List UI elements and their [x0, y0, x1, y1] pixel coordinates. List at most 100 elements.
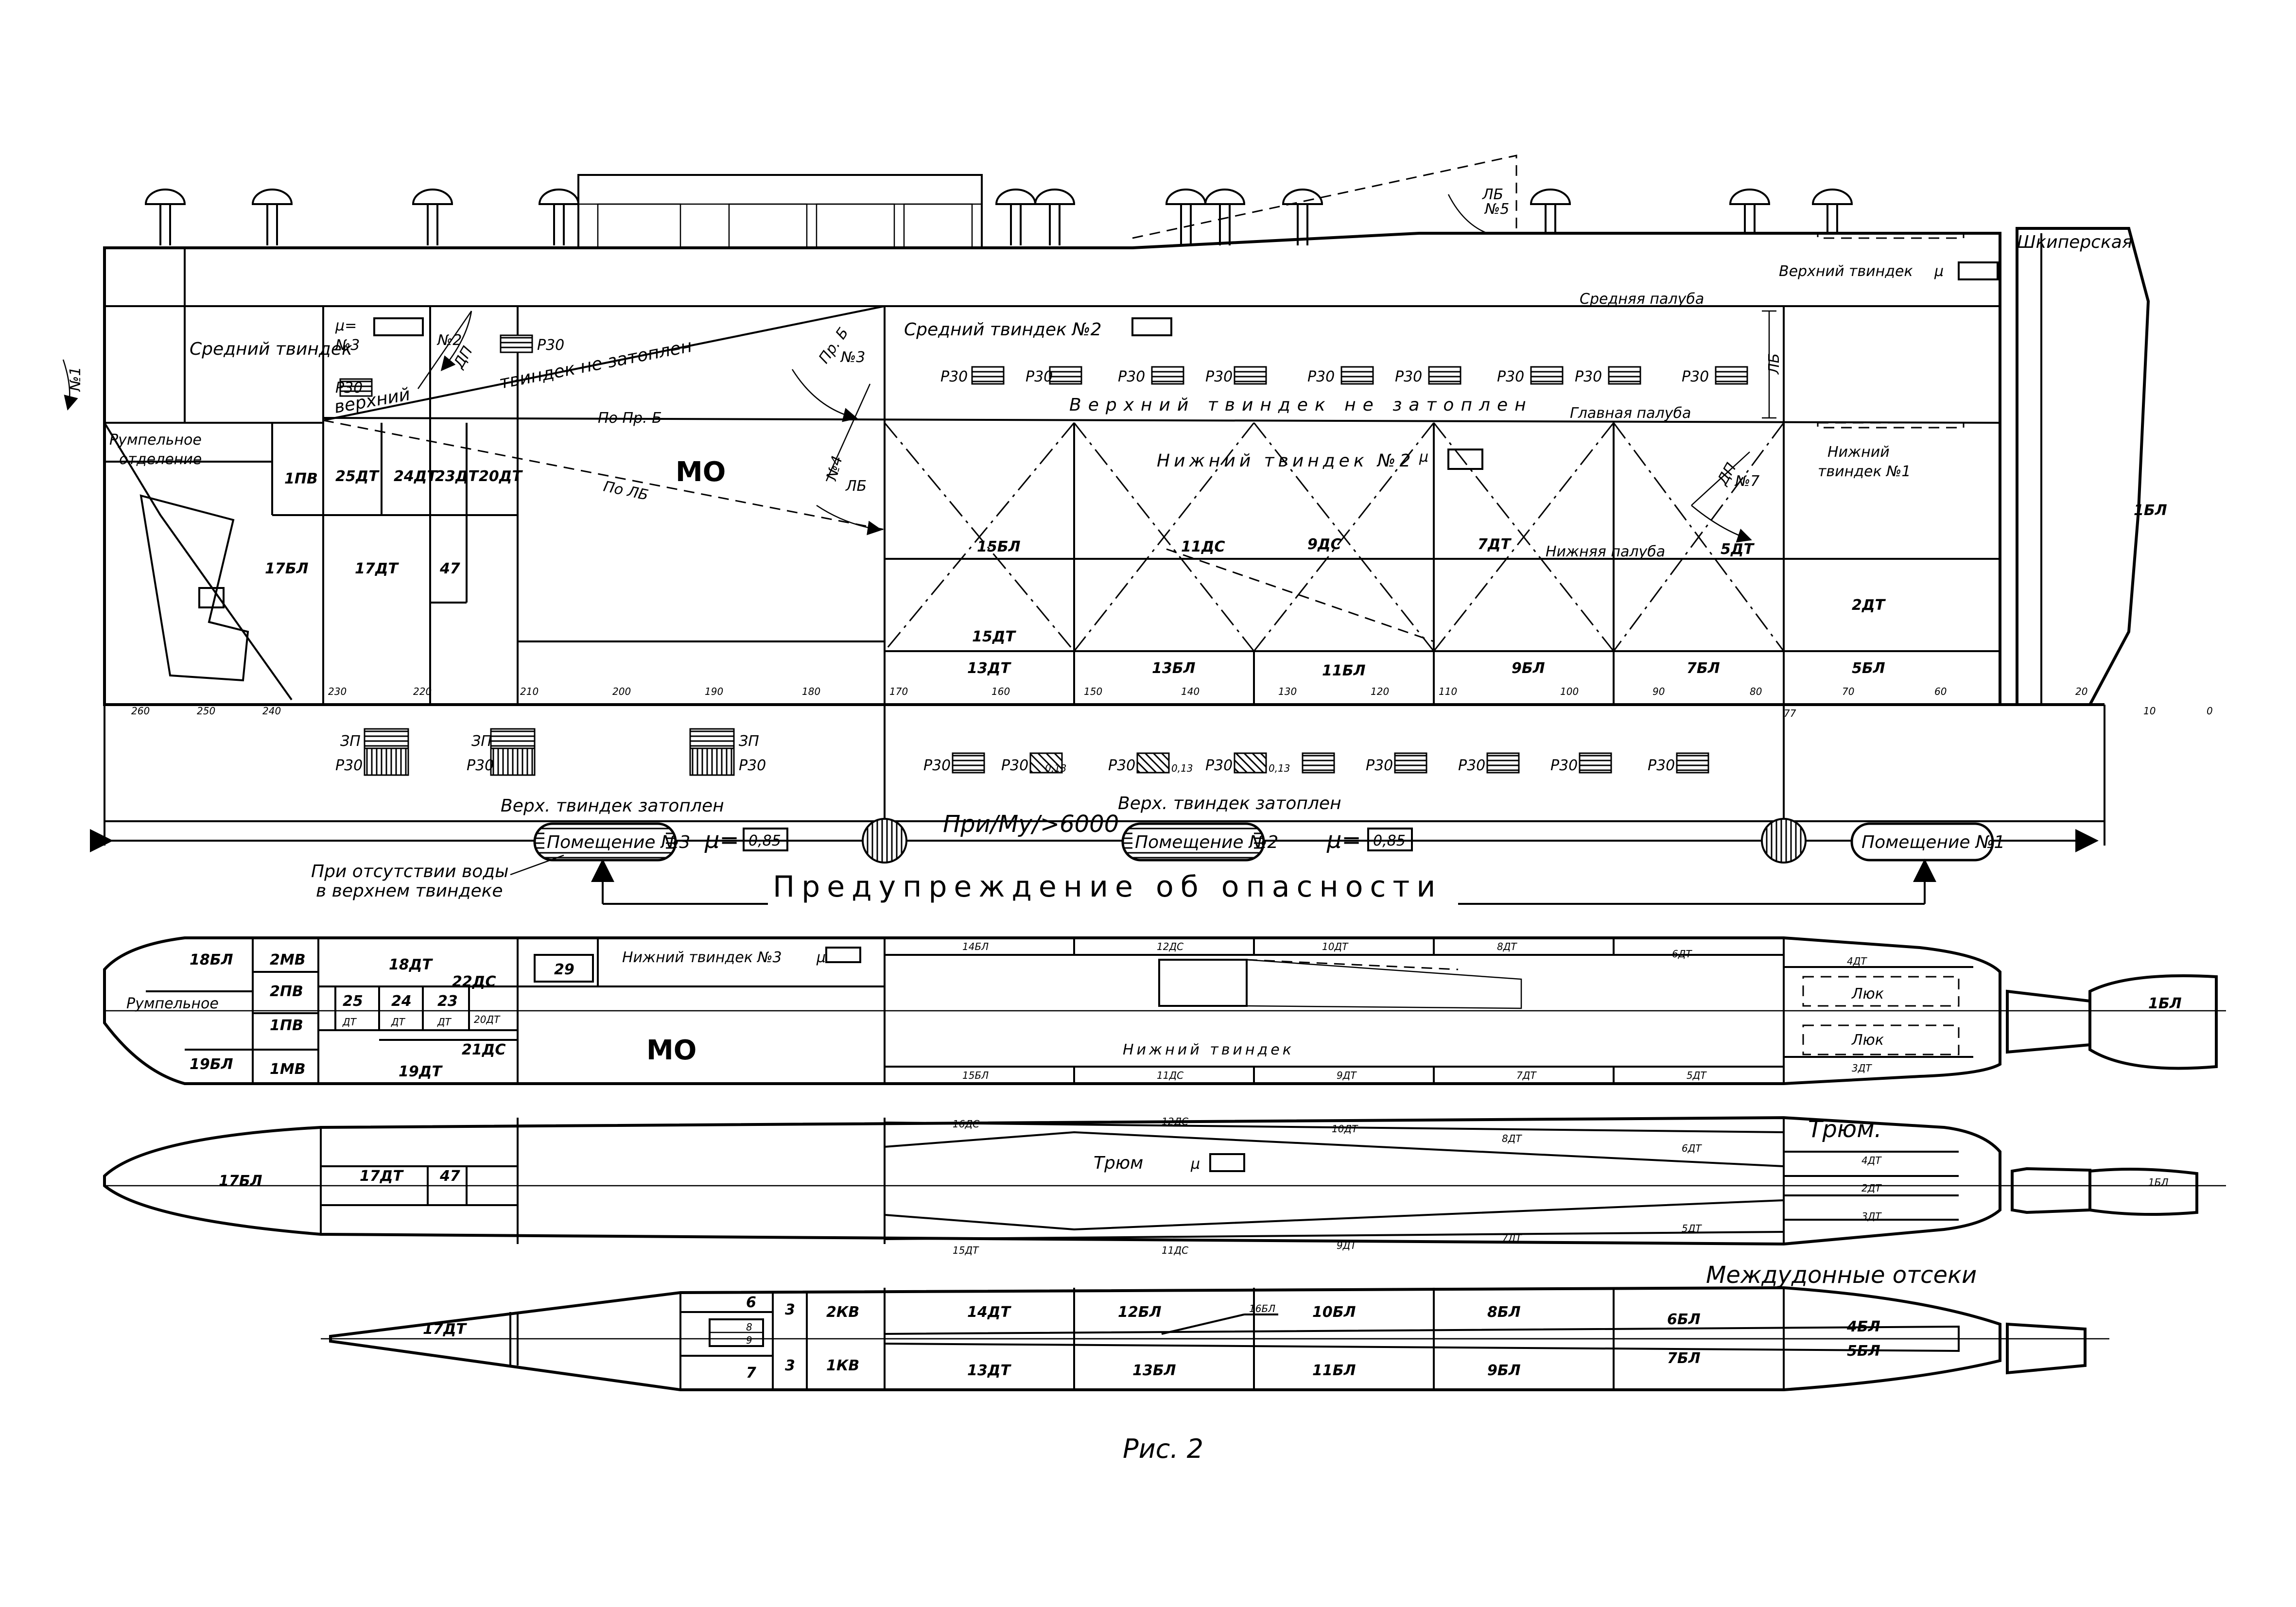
upper-tweendeck-not-flooded: Верхний твиндек не затоплен: [1069, 395, 1533, 415]
svg-text:7ДТ: 7ДТ: [1516, 1070, 1537, 1081]
svg-text:2КВ: 2КВ: [826, 1304, 859, 1321]
svg-text:μ=: μ=: [704, 827, 739, 854]
svg-text:20ДТ: 20ДТ: [479, 468, 523, 485]
middle-tweendeck-2-label: Средний твиндек №2: [904, 320, 1102, 340]
svg-text:230: 230: [328, 686, 347, 697]
svg-text:ЛБ: ЛБ: [1766, 353, 1783, 375]
svg-text:16БЛ: 16БЛ: [1249, 1303, 1275, 1314]
svg-text:10ДТ: 10ДТ: [1332, 1123, 1358, 1135]
svg-text:5БЛ: 5БЛ: [1852, 660, 1885, 677]
svg-text:0,13: 0,13: [1269, 762, 1290, 774]
svg-text:60: 60: [1934, 686, 1947, 697]
svg-text:При/Mу/>6000: При/Mу/>6000: [943, 811, 1119, 838]
svg-text:8: 8: [746, 1321, 752, 1333]
svg-text:3: 3: [785, 1357, 795, 1374]
svg-text:16ДС: 16ДС: [953, 1118, 979, 1130]
svg-text:17ДТ: 17ДТ: [355, 560, 399, 577]
svg-text:11ДС: 11ДС: [1157, 1070, 1183, 1081]
svg-text:22ДС: 22ДС: [452, 973, 496, 990]
hold-plan: Трюм. 17БЛ 17ДТ 47 16ДС 12ДС 10ДТ 8ДТ 6Д…: [103, 1116, 2226, 1256]
svg-text:Р30: Р30: [1366, 757, 1393, 774]
rudder: [139, 494, 249, 682]
svg-text:160: 160: [991, 686, 1010, 697]
hold-diagonals: [884, 422, 1785, 652]
r30-gauges: [339, 334, 1748, 397]
svg-text:14ДТ: 14ДТ: [967, 1304, 1011, 1321]
svg-text:6: 6: [746, 1294, 756, 1311]
svg-text:ЗП: ЗП: [471, 733, 492, 750]
svg-text:Люк: Люк: [1851, 985, 1884, 1002]
ventilator-icon: [144, 189, 1853, 245]
svg-text:24ДТ: 24ДТ: [394, 468, 438, 485]
svg-text:11БЛ: 11БЛ: [1312, 1362, 1356, 1379]
svg-text:7: 7: [746, 1365, 756, 1382]
svg-text:8БЛ: 8БЛ: [1487, 1304, 1521, 1321]
bulkhead-indicator: [862, 818, 907, 864]
svg-text:4ДТ: 4ДТ: [1861, 1155, 1882, 1166]
main-deck-line: [323, 417, 2000, 424]
svg-text:100: 100: [1560, 686, 1579, 697]
svg-text:Р30: Р30: [1497, 368, 1524, 385]
svg-text:29: 29: [554, 961, 574, 978]
hull-outline: [103, 232, 2001, 706]
svg-text:7БЛ: 7БЛ: [1687, 660, 1720, 677]
svg-text:220: 220: [413, 686, 432, 697]
svg-text:20: 20: [2075, 686, 2087, 697]
svg-text:13БЛ: 13БЛ: [1152, 660, 1196, 677]
svg-text:200: 200: [612, 686, 631, 697]
svg-text:0,85: 0,85: [1373, 832, 1406, 849]
svg-text:№5: №5: [1484, 201, 1509, 218]
double-bottom-plan-title: Междудонные отсеки: [1706, 1261, 1977, 1289]
svg-text:Нижний: Нижний: [1827, 444, 1890, 461]
svg-text:№2: №2: [436, 332, 462, 349]
svg-text:13ДТ: 13ДТ: [967, 1362, 1011, 1379]
svg-text:Люк: Люк: [1851, 1032, 1884, 1049]
svg-text:8ДТ: 8ДТ: [1502, 1133, 1522, 1144]
svg-text:ЗП: ЗП: [739, 733, 759, 750]
svg-text:4ДТ: 4ДТ: [1847, 955, 1867, 967]
svg-text:Р30: Р30: [1550, 757, 1578, 774]
svg-text:11БЛ: 11БЛ: [1322, 662, 1366, 679]
svg-text:ДТ: ДТ: [437, 1016, 452, 1028]
bulkhead-indicator: [1761, 818, 1807, 864]
svg-text:3ДТ: 3ДТ: [1861, 1210, 1882, 1222]
svg-text:Р30: Р30: [537, 337, 564, 354]
svg-text:15ДТ: 15ДТ: [972, 628, 1016, 645]
middle-deck-label: Средняя палуба: [1580, 291, 1704, 308]
svg-text:2ДТ: 2ДТ: [1852, 597, 1886, 614]
svg-text:9ДТ: 9ДТ: [1337, 1070, 1357, 1081]
svg-text:23: 23: [437, 993, 458, 1010]
svg-text:ЛБ: ЛБ: [845, 478, 867, 495]
svg-text:Помещение №3: Помещение №3: [547, 832, 690, 852]
svg-text:№3: №3: [840, 349, 865, 366]
svg-text:При отсутствии воды: При отсутствии воды: [311, 862, 509, 881]
svg-text:210: 210: [520, 686, 539, 697]
svg-text:Нижний твиндек №3: Нижний твиндек №3: [622, 949, 782, 966]
svg-text:90: 90: [1652, 686, 1665, 697]
svg-text:Р30: Р30: [1648, 757, 1675, 774]
svg-text:1МВ: 1МВ: [270, 1061, 306, 1078]
svg-text:1БЛ: 1БЛ: [2148, 1176, 2168, 1188]
svg-text:5ДТ: 5ДТ: [1682, 1223, 1702, 1234]
svg-text:Р30: Р30: [1307, 368, 1335, 385]
svg-text:47: 47: [439, 560, 460, 577]
hold-plan-title: Трюм.: [1808, 1116, 1882, 1143]
svg-text:120: 120: [1371, 686, 1389, 697]
svg-text:24: 24: [391, 993, 412, 1010]
svg-text:80: 80: [1750, 686, 1762, 697]
svg-text:140: 140: [1181, 686, 1200, 697]
svg-text:11ДС: 11ДС: [1181, 538, 1225, 555]
svg-text:180: 180: [802, 686, 820, 697]
svg-text:10БЛ: 10БЛ: [1312, 1304, 1356, 1321]
forepeak: [2016, 227, 2150, 706]
svg-text:2ПВ: 2ПВ: [270, 983, 303, 1000]
svg-text:70: 70: [1842, 686, 1854, 697]
svg-text:150: 150: [1084, 686, 1102, 697]
svg-text:Трюм: Трюм: [1094, 1153, 1143, 1173]
svg-text:0,13: 0,13: [1045, 762, 1067, 774]
svg-text:ДТ: ДТ: [391, 1016, 406, 1028]
svg-text:№4: №4: [823, 454, 846, 483]
double-bottom-plan: Междудонные отсеки 17ДТ 6 8 9 7 3 3 2КВ …: [321, 1261, 2109, 1391]
svg-text:1БЛ: 1БЛ: [2134, 502, 2167, 519]
svg-text:19ДТ: 19ДТ: [399, 1063, 443, 1080]
